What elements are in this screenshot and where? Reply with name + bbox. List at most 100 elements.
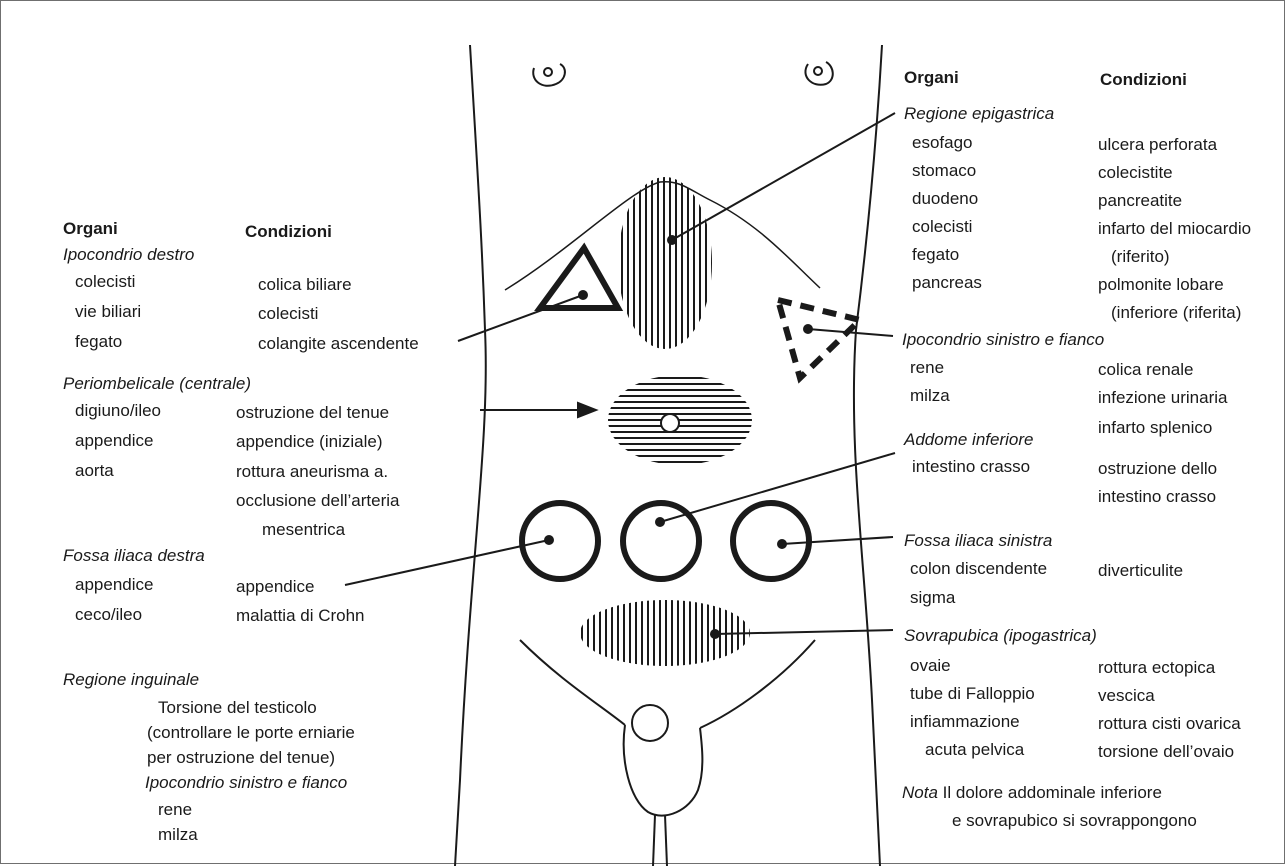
organ-item: vie biliari — [75, 302, 141, 322]
condition-item: rottura aneurisma a. — [236, 462, 388, 482]
note-label: Nota — [902, 783, 938, 802]
organ-item: duodeno — [912, 189, 978, 209]
organ-item: colecisti — [912, 217, 972, 237]
section-title: Sovrapubica (ipogastrica) — [904, 626, 1097, 646]
organ-item: appendice — [75, 575, 153, 595]
torso-right-outline — [854, 45, 882, 866]
left-header-organs: Organi — [63, 219, 118, 239]
condition-item: (inferiore (riferita) — [1111, 303, 1241, 323]
condition-item: ulcera perforata — [1098, 135, 1217, 155]
left-header-conditions: Condizioni — [245, 222, 332, 242]
condition-item: rottura ectopica — [1098, 658, 1215, 678]
condition-item: ostruzione dello — [1098, 459, 1217, 479]
condition-item: ostruzione del tenue — [236, 403, 389, 423]
leader-lower-abdomen — [660, 453, 895, 522]
organ-item: intestino crasso — [912, 457, 1030, 477]
nipple-right-icon — [805, 62, 832, 85]
right-header-organs: Organi — [904, 68, 959, 88]
right-iliac-circle — [522, 503, 598, 579]
organ-item: colon discendente — [910, 559, 1047, 579]
condition-item: polmonite lobare — [1098, 275, 1224, 295]
leader-dot-right-iliac — [545, 536, 553, 544]
condition-item: pancreatite — [1098, 191, 1182, 211]
note-block: Nota Il dolore addominale inferiore — [902, 783, 1162, 803]
section-title: Regione inguinale — [63, 670, 199, 690]
condition-item: vescica — [1098, 686, 1155, 706]
organ-item: acuta pelvica — [925, 740, 1024, 760]
organ-item: pancreas — [912, 273, 982, 293]
organ-item: rene — [158, 800, 192, 820]
left-hypochondrium-dashed-triangle — [778, 300, 860, 378]
condition-item: appendice — [236, 577, 314, 597]
organ-item: milza — [910, 386, 950, 406]
leader-dot-left-hypochondrium — [804, 325, 812, 333]
section-title: Fossa iliaca sinistra — [904, 531, 1052, 551]
condition-item: infarto del miocardio — [1098, 219, 1251, 239]
section-title: Periombelicale (centrale) — [63, 374, 251, 394]
section-title: Addome inferiore — [904, 430, 1033, 450]
leader-dot-suprapubic — [711, 630, 719, 638]
torso-left-outline — [455, 45, 486, 866]
leader-epigastric — [672, 113, 895, 240]
organ-item: sigma — [910, 588, 955, 608]
organ-item: infiammazione — [910, 712, 1020, 732]
section-title: Ipocondrio sinistro e fianco — [902, 330, 1104, 350]
organ-item: ovaie — [910, 656, 951, 676]
note-line: Il dolore addominale inferiore — [943, 783, 1162, 802]
note-line: Torsione del testicolo — [158, 698, 317, 718]
epigastric-region-shape — [622, 170, 712, 360]
condition-item: colica biliare — [258, 275, 352, 295]
leader-dot-epigastric — [668, 236, 676, 244]
right-header-conditions: Condizioni — [1100, 70, 1187, 90]
nipple-left-icon — [533, 64, 565, 86]
leg-line-left — [653, 815, 655, 866]
section-title: Ipocondrio destro — [63, 245, 194, 265]
section-title: Ipocondrio sinistro e fianco — [145, 773, 347, 793]
groin-left-line — [520, 640, 625, 725]
leader-right-hypochondrium — [458, 295, 583, 341]
testis-circle — [632, 705, 668, 741]
scrotum-outline — [624, 725, 703, 816]
condition-item: mesentrica — [262, 520, 345, 540]
navel-icon — [661, 414, 679, 432]
organ-item: colecisti — [75, 272, 135, 292]
section-title: Regione epigastrica — [904, 104, 1054, 124]
condition-item: colica renale — [1098, 360, 1193, 380]
organ-item: stomaco — [912, 161, 976, 181]
note-line: per ostruzione del tenue) — [147, 748, 335, 768]
organ-item: appendice — [75, 431, 153, 451]
condition-item: intestino crasso — [1098, 487, 1216, 507]
leader-dot-lower-abdomen — [656, 518, 664, 526]
left-iliac-circle — [733, 503, 809, 579]
condition-item: occlusione dell’arteria — [236, 491, 399, 511]
organ-item: tube di Falloppio — [910, 684, 1035, 704]
condition-item: (riferito) — [1111, 247, 1170, 267]
note-line: (controllare le porte erniarie — [147, 723, 355, 743]
leg-line-right — [665, 815, 667, 866]
condition-item: diverticulite — [1098, 561, 1183, 581]
condition-item: colecisti — [258, 304, 318, 324]
condition-item: infezione urinaria — [1098, 388, 1227, 408]
section-title: Fossa iliaca destra — [63, 546, 205, 566]
organ-item: ceco/ileo — [75, 605, 142, 625]
organ-item: fegato — [912, 245, 959, 265]
condition-item: rottura cisti ovarica — [1098, 714, 1241, 734]
condition-item: malattia di Crohn — [236, 606, 365, 626]
condition-item: colecistite — [1098, 163, 1173, 183]
condition-item: infarto splenico — [1098, 418, 1212, 438]
leader-dot-right-hypochondrium — [579, 291, 587, 299]
organ-item: aorta — [75, 461, 114, 481]
organ-item: rene — [910, 358, 944, 378]
periumbilical-region-shape — [600, 378, 760, 462]
arrowhead-periumbilical — [578, 403, 596, 417]
groin-right-line — [700, 640, 815, 728]
condition-item: appendice (iniziale) — [236, 432, 382, 452]
suprapubic-region-shape — [582, 595, 750, 670]
leader-left-iliac — [782, 537, 893, 544]
leader-suprapubic — [715, 630, 893, 634]
organ-item: milza — [158, 825, 198, 845]
condition-item: torsione dell’ovaio — [1098, 742, 1234, 762]
leader-dot-left-iliac — [778, 540, 786, 548]
condition-item: colangite ascendente — [258, 334, 419, 354]
rib-margin-line — [505, 182, 820, 290]
